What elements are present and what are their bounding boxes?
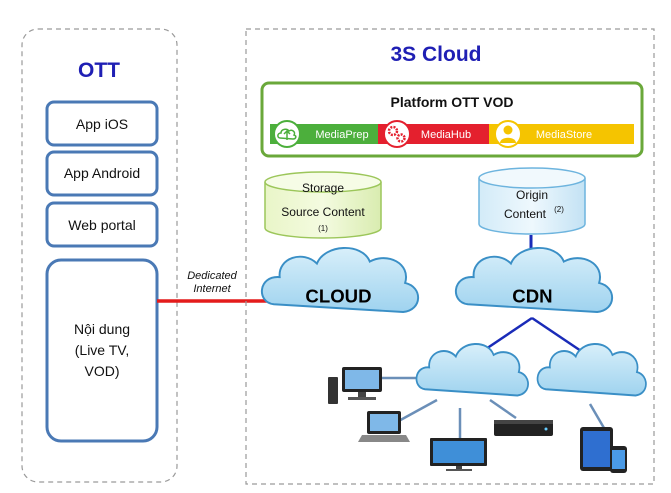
dedicated-internet-link: Dedicated Internet [157, 270, 270, 303]
mediahub-icon [383, 120, 411, 148]
set-top-box-icon [494, 420, 553, 436]
mediastore-icon [494, 120, 522, 148]
edge-cloud-left [415, 342, 530, 397]
ott-item-android[interactable]: App Android [45, 150, 159, 197]
ott-panel: OTT App iOS App Android Web portal Nội d… [21, 28, 178, 483]
mediahub-label: MediaHub [421, 129, 471, 141]
cloud-node[interactable]: CLOUD [260, 246, 420, 313]
platform-box[interactable]: Platform OTT VOD MediaPrep MediaHub [260, 81, 644, 158]
phone-icon [610, 446, 627, 473]
storage-cylinder[interactable]: Storage Source Content (1) [264, 171, 382, 239]
mediaprep-label: MediaPrep [315, 129, 368, 141]
desktop-icon [328, 367, 382, 404]
link-label-line2: Internet [193, 283, 231, 295]
cloud-panel-border [245, 28, 655, 485]
laptop-icon [358, 411, 410, 442]
mediaprep-icon [273, 120, 301, 148]
origin-cylinder[interactable]: Origin Content (2) [478, 167, 586, 235]
content-line-2: (Live TV, [75, 342, 129, 358]
mediastore-strip [489, 124, 634, 144]
link-label-line1: Dedicated [187, 270, 237, 282]
ott-content-box[interactable]: Nội dung (Live TV, VOD) [45, 258, 159, 443]
storage-note: (1) [318, 224, 328, 233]
ott-item-web-portal[interactable]: Web portal [45, 201, 159, 248]
ott-item-ios-label: App iOS [76, 116, 128, 132]
platform-title: Platform OTT VOD [391, 94, 514, 110]
storage-source-content: Source Content [281, 205, 365, 219]
cloud-label: CLOUD [305, 285, 371, 306]
mediastore-label: MediaStore [536, 129, 592, 141]
cdn-label: CDN [512, 285, 552, 306]
origin-content-label: Content [504, 207, 547, 221]
ott-item-web-portal-label: Web portal [68, 217, 135, 233]
edge-cloud-right [536, 342, 647, 397]
device-links [382, 376, 606, 440]
ott-item-ios[interactable]: App iOS [45, 100, 159, 147]
cloud-panel: 3S Cloud Platform OTT VOD MediaPrep Medi… [245, 28, 655, 485]
origin-note: (2) [554, 205, 564, 214]
content-line-1: Nội dung [74, 321, 130, 337]
storage-label: Storage [302, 181, 344, 195]
cloud-panel-title: 3S Cloud [390, 43, 481, 66]
ott-title: OTT [78, 59, 120, 82]
ott-item-android-label: App Android [64, 165, 140, 181]
cdn-node[interactable]: CDN [454, 246, 614, 313]
content-line-3: VOD) [85, 363, 120, 379]
tablet-icon [580, 427, 613, 471]
origin-label: Origin [516, 188, 548, 202]
monitor-icon [430, 438, 487, 471]
